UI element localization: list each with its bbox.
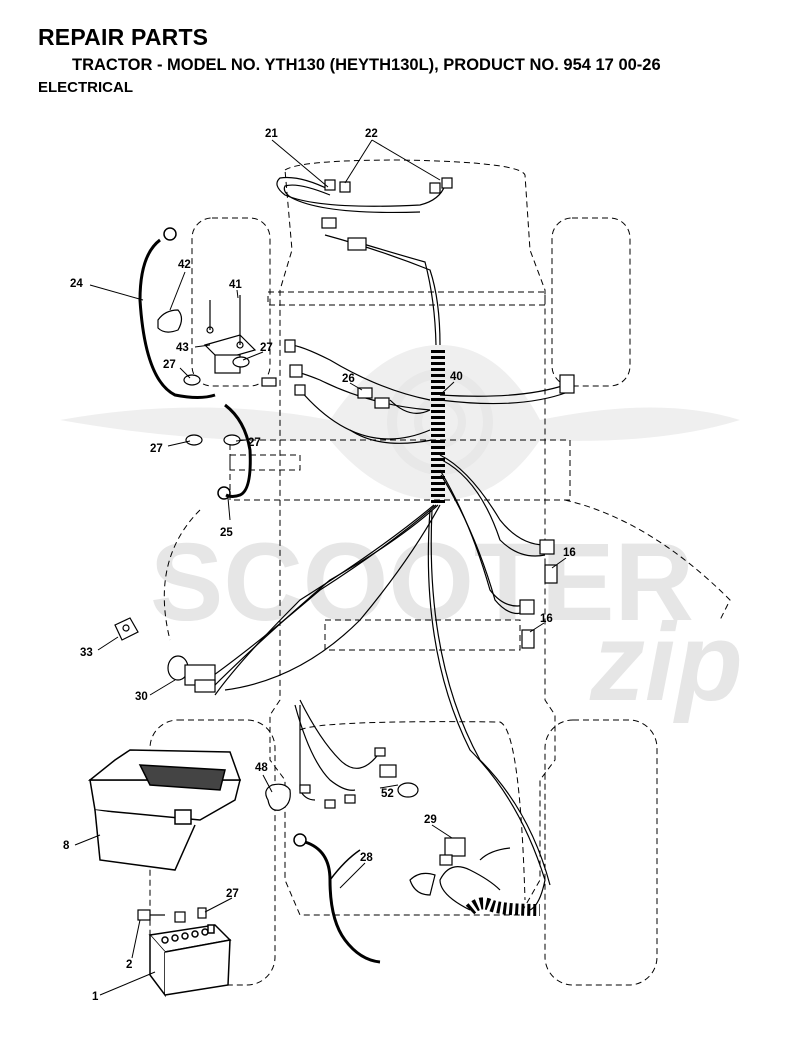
ground-cable [138, 227, 216, 399]
callout-33: 33 [80, 647, 93, 659]
callout-27-e: 27 [226, 888, 239, 900]
callout-22: 22 [365, 128, 378, 140]
callout-21: 21 [265, 128, 278, 140]
callout-16-b: 16 [540, 613, 553, 625]
ignition-switch [167, 655, 216, 693]
callout-48: 48 [255, 762, 268, 774]
callout-25: 25 [220, 527, 233, 539]
battery-box [87, 749, 242, 871]
callout-27-c: 27 [150, 443, 163, 455]
page-subtitle: TRACTOR - MODEL NO. YTH130 (HEYTH130L), … [72, 56, 661, 74]
page-title: REPAIR PARTS [38, 24, 209, 50]
callout-8: 8 [63, 840, 70, 852]
callout-labels: 21 22 24 42 41 43 27 27 27 27 26 40 25 1… [63, 128, 576, 1003]
callout-26: 26 [342, 373, 355, 385]
callout-24: 24 [70, 278, 83, 290]
watermark-script: zip [589, 601, 743, 724]
callout-27-b: 27 [260, 342, 273, 354]
callout-42: 42 [178, 259, 191, 271]
callout-30: 30 [135, 691, 148, 703]
callout-29: 29 [424, 814, 437, 826]
callout-41: 41 [229, 279, 242, 291]
ground-cable-28 [293, 833, 381, 964]
callout-52: 52 [381, 788, 394, 800]
connector-26 [357, 387, 390, 409]
callout-1: 1 [92, 991, 99, 1003]
callout-40: 40 [450, 371, 463, 383]
section-title: ELECTRICAL [38, 79, 133, 96]
callout-27-a: 27 [163, 359, 176, 371]
part-42 [157, 309, 183, 333]
switch-16 [261, 339, 575, 649]
headlight-harness [276, 176, 453, 251]
callout-2: 2 [126, 959, 132, 971]
callout-43: 43 [176, 342, 189, 354]
leader-lines [74, 139, 567, 996]
battery-cable [217, 403, 252, 500]
battery-bolt [137, 907, 207, 923]
battery [148, 924, 232, 998]
part-29 [409, 837, 466, 896]
callout-28: 28 [360, 852, 373, 864]
callout-27-d: 27 [248, 437, 261, 449]
ignition-key [114, 617, 139, 641]
watermark: SCOOTER zip [60, 345, 743, 724]
part-52 [374, 747, 419, 798]
watermark-brand: SCOOTER [150, 521, 694, 644]
callout-16-a: 16 [563, 547, 576, 559]
